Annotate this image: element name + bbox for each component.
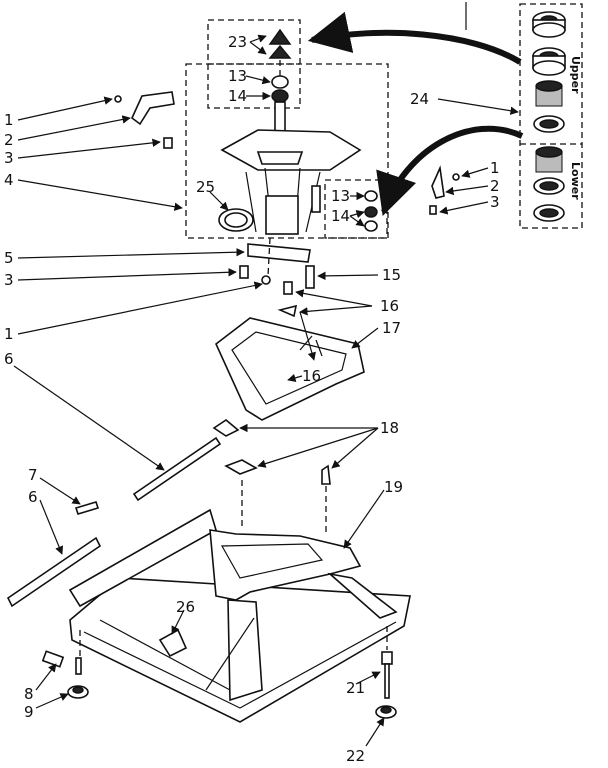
curved-arrow-upper (307, 11, 522, 65)
leader-lines (13, 34, 519, 747)
bearing-kit-illustration (532, 11, 566, 222)
callout-26: 26 (176, 598, 195, 616)
callout-3-mid: 3 (4, 271, 14, 289)
callout-5: 5 (4, 249, 14, 267)
callout-6-upper: 6 (4, 350, 14, 368)
callout-18: 18 (380, 419, 399, 437)
callout-22: 22 (346, 747, 365, 765)
callout-9: 9 (24, 703, 34, 721)
callout-1-mid: 1 (4, 325, 14, 343)
callout-14-upper: 14 (228, 87, 247, 105)
callout-21: 21 (346, 679, 365, 697)
callout-4: 4 (4, 171, 14, 189)
callout-24: 24 (410, 90, 429, 108)
callout-23: 23 (228, 33, 247, 51)
top-cluster-parts (114, 28, 460, 235)
middle-parts (6, 243, 365, 608)
callout-19: 19 (384, 478, 403, 496)
guide-lines (79, 2, 467, 656)
callout-7: 7 (28, 466, 38, 484)
callout-8: 8 (24, 685, 34, 703)
callout-6-lower: 6 (28, 488, 38, 506)
callout-16-upper: 16 (380, 297, 399, 315)
callout-1: 1 (4, 111, 14, 129)
base-frame (41, 508, 411, 723)
callout-25: 25 (196, 178, 215, 196)
upper-label: Upper (569, 56, 582, 94)
callout-14-right: 14 (331, 207, 350, 225)
callout-15: 15 (382, 266, 401, 284)
lower-label: Lower (569, 162, 582, 200)
callout-2: 2 (4, 131, 14, 149)
curved-arrow-lower (376, 125, 524, 216)
callout-16-lower: 16 (302, 367, 321, 385)
callout-3-right: 3 (490, 193, 500, 211)
callout-3: 3 (4, 149, 14, 167)
callout-13-upper: 13 (228, 67, 247, 85)
callout-17: 17 (382, 319, 401, 337)
callout-2-right: 2 (490, 177, 500, 195)
callout-13-right: 13 (331, 187, 350, 205)
callout-numbers: 1 2 3 4 25 23 13 14 13 14 1 2 3 24 5 3 1… (4, 33, 500, 765)
callout-1-right: 1 (490, 159, 500, 177)
